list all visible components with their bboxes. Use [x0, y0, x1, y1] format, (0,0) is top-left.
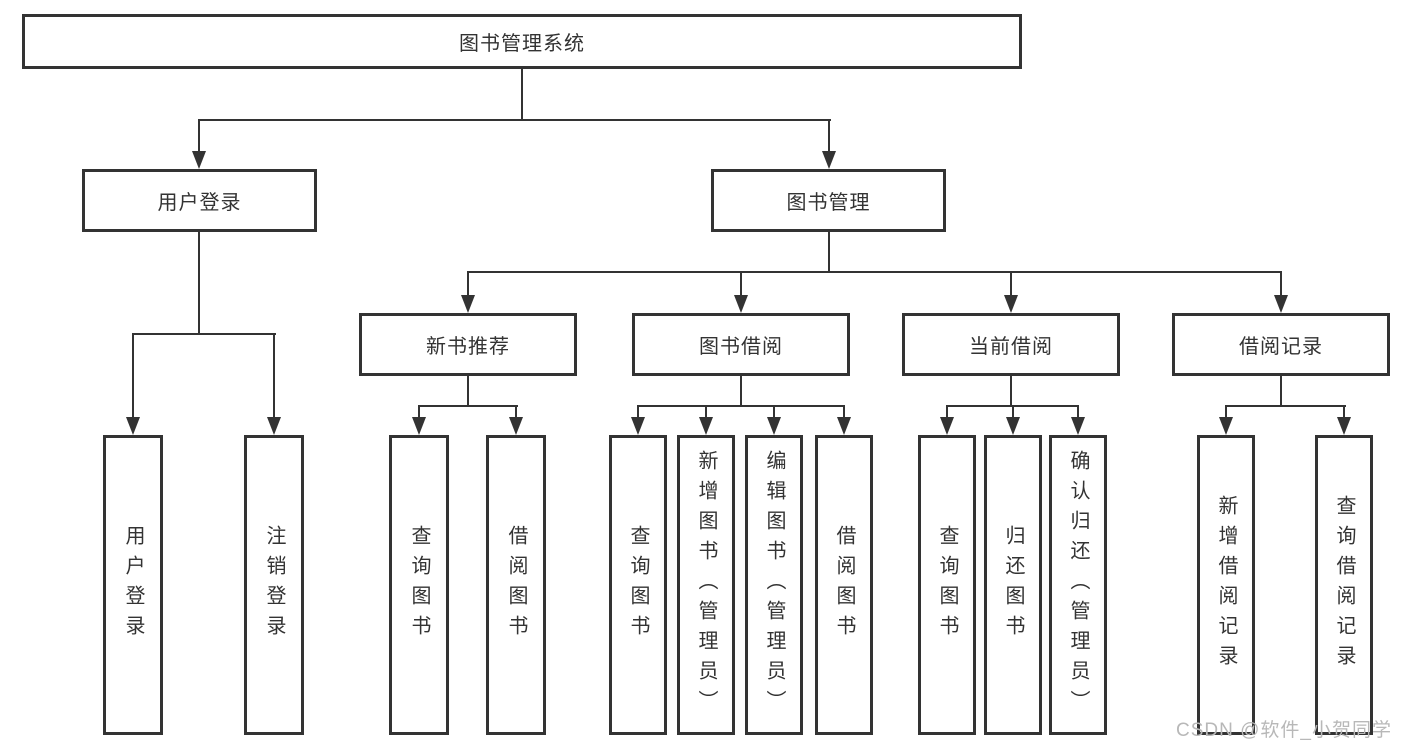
- node-current-borrow: 当前借阅: [902, 313, 1120, 376]
- leaf-return-books: 归还图书: [984, 435, 1042, 735]
- connector-group-stem: [467, 376, 469, 407]
- connector-drop-leaf: [946, 406, 948, 420]
- arrow-down-icon: [461, 295, 475, 313]
- node-new-book-recommend-label: 新书推荐: [426, 336, 510, 358]
- leaf-user-login-label: 用户登录: [122, 525, 144, 645]
- connector-group-stem: [1010, 376, 1012, 407]
- node-book-management-label: 图书管理: [786, 192, 871, 214]
- arrow-down-icon: [1004, 295, 1018, 313]
- connector-drop-leaf: [773, 406, 775, 420]
- leaf-add-book-admin: 新增图书（管理员）: [677, 435, 735, 735]
- connector-group-rail: [418, 405, 518, 407]
- connector-group-stem: [1280, 376, 1282, 407]
- arrow-down-icon: [837, 417, 851, 435]
- leaf-user-login: 用户登录: [103, 435, 163, 735]
- leaf-query-books-current: 查询图书: [918, 435, 976, 735]
- arrow-down-icon: [1071, 417, 1085, 435]
- leaf-add-book-admin-label: 新增图书（管理员）: [695, 450, 717, 720]
- arrow-down-icon: [1337, 417, 1351, 435]
- arrow-down-icon: [1219, 417, 1233, 435]
- node-user-login-label: 用户登录: [157, 192, 242, 214]
- leaf-borrow-books-borrow: 借阅图书: [815, 435, 873, 735]
- connector-book-management-stem: [828, 232, 830, 273]
- csdn-watermark: CSDN @软件_小贺同学: [1176, 720, 1392, 741]
- node-borrow-records-label: 借阅记录: [1239, 336, 1323, 358]
- connector-user-login-rail: [132, 333, 276, 335]
- connector-group-rail: [1225, 405, 1346, 407]
- arrow-down-icon: [940, 417, 954, 435]
- arrow-down-icon: [1006, 417, 1020, 435]
- connector-drop-book-management: [828, 120, 830, 153]
- node-current-borrow-label: 当前借阅: [969, 336, 1053, 358]
- arrow-down-icon: [631, 417, 645, 435]
- connector-drop-leaf: [1343, 406, 1345, 420]
- leaf-edit-book-admin-label: 编辑图书（管理员）: [763, 450, 785, 720]
- node-book-borrow: 图书借阅: [632, 313, 850, 376]
- connector-drop-group: [740, 272, 742, 298]
- connector-drop-leaf: [273, 334, 275, 420]
- connector-drop-leaf: [418, 406, 420, 420]
- connector-user-login-stem: [198, 232, 200, 335]
- node-user-login: 用户登录: [82, 169, 317, 232]
- connector-root-rail: [198, 119, 831, 121]
- connector-drop-leaf: [1077, 406, 1079, 420]
- arrow-down-icon: [822, 151, 836, 169]
- leaf-query-books-recommend: 查询图书: [389, 435, 449, 735]
- leaf-logout: 注销登录: [244, 435, 304, 735]
- connector-root-stem: [521, 69, 523, 120]
- connector-drop-leaf: [1012, 406, 1014, 420]
- leaf-logout-label: 注销登录: [263, 525, 285, 645]
- connector-group-rail: [637, 405, 845, 407]
- leaf-borrow-books-recommend: 借阅图书: [486, 435, 546, 735]
- arrow-down-icon: [734, 295, 748, 313]
- leaf-add-borrow-record: 新增借阅记录: [1197, 435, 1255, 735]
- arrow-down-icon: [192, 151, 206, 169]
- arrow-down-icon: [1274, 295, 1288, 313]
- node-root-label: 图书管理系统: [459, 33, 585, 55]
- connector-drop-leaf: [705, 406, 707, 420]
- connector-book-management-rail: [467, 271, 1282, 273]
- leaf-return-books-label: 归还图书: [1002, 525, 1024, 645]
- connector-drop-leaf: [132, 334, 134, 420]
- node-borrow-records: 借阅记录: [1172, 313, 1390, 376]
- connector-drop-leaf: [515, 406, 517, 420]
- arrow-down-icon: [767, 417, 781, 435]
- connector-drop-leaf: [1225, 406, 1227, 420]
- leaf-borrow-books-label: 借阅图书: [833, 525, 855, 645]
- connector-drop-leaf: [843, 406, 845, 420]
- connector-group-stem: [740, 376, 742, 407]
- leaf-query-books-borrow: 查询图书: [609, 435, 667, 735]
- leaf-query-borrow-record-label: 查询借阅记录: [1333, 495, 1355, 675]
- leaf-query-books-label: 查询图书: [627, 525, 649, 645]
- connector-drop-group: [1280, 272, 1282, 298]
- leaf-confirm-return-admin: 确认归还（管理员）: [1049, 435, 1107, 735]
- connector-drop-group: [467, 272, 469, 298]
- arrow-down-icon: [267, 417, 281, 435]
- leaf-add-borrow-record-label: 新增借阅记录: [1215, 495, 1237, 675]
- node-root: 图书管理系统: [22, 14, 1022, 69]
- leaf-query-books-label: 查询图书: [408, 525, 430, 645]
- leaf-query-books-label: 查询图书: [936, 525, 958, 645]
- node-book-management: 图书管理: [711, 169, 946, 232]
- leaf-query-borrow-record: 查询借阅记录: [1315, 435, 1373, 735]
- connector-drop-leaf: [637, 406, 639, 420]
- arrow-down-icon: [412, 417, 426, 435]
- arrow-down-icon: [699, 417, 713, 435]
- node-new-book-recommend: 新书推荐: [359, 313, 577, 376]
- connector-drop-group: [1010, 272, 1012, 298]
- leaf-confirm-return-admin-label: 确认归还（管理员）: [1067, 450, 1089, 720]
- node-book-borrow-label: 图书借阅: [699, 336, 783, 358]
- connector-drop-user-login: [198, 120, 200, 153]
- arrow-down-icon: [509, 417, 523, 435]
- arrow-down-icon: [126, 417, 140, 435]
- leaf-borrow-books-label: 借阅图书: [505, 525, 527, 645]
- leaf-edit-book-admin: 编辑图书（管理员）: [745, 435, 803, 735]
